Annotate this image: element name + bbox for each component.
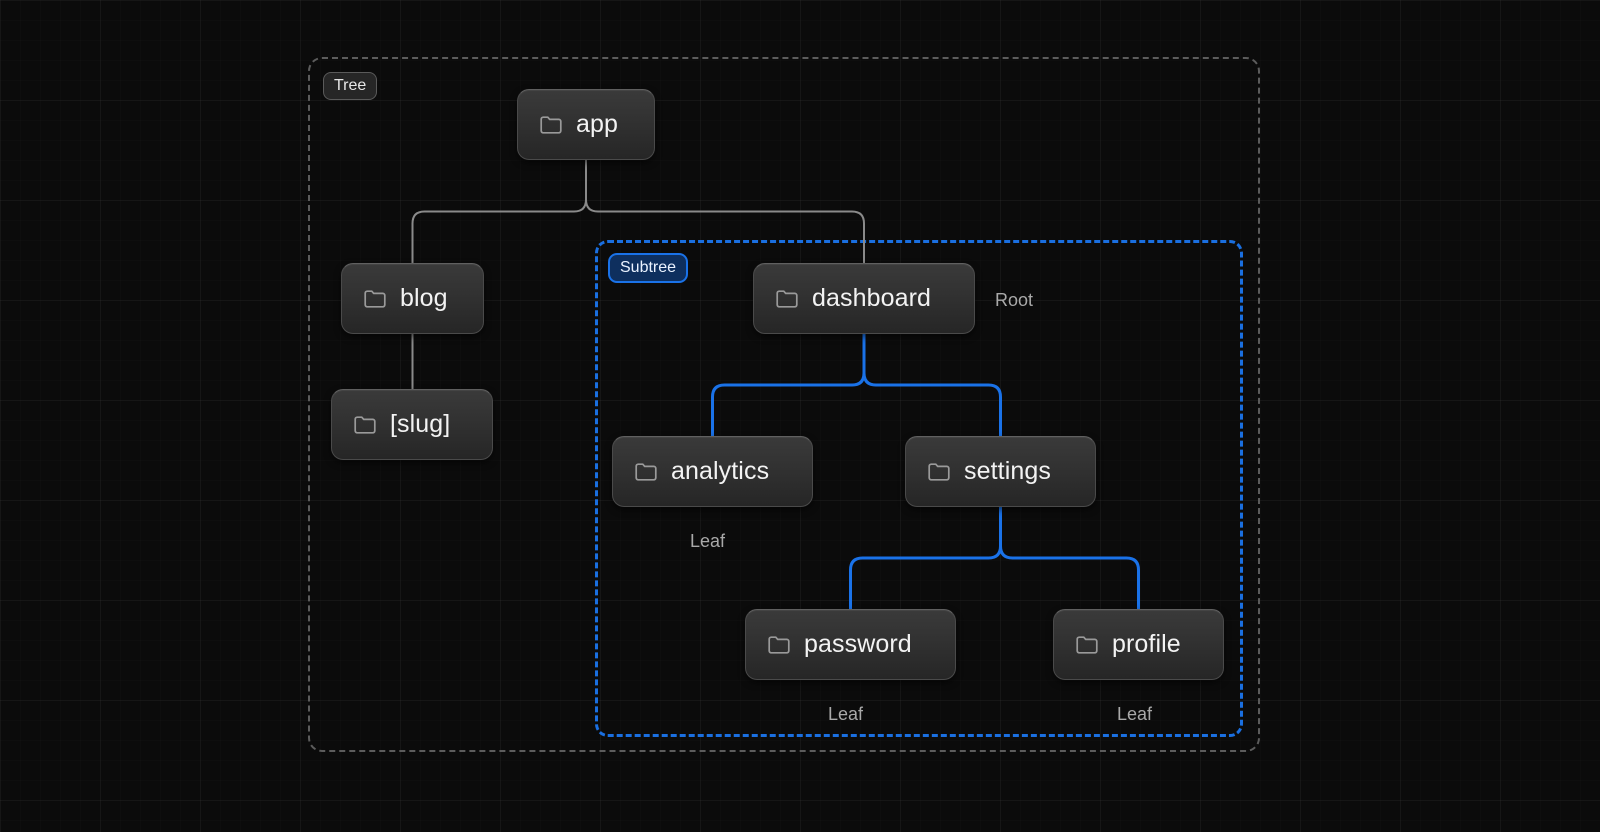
folder-icon bbox=[635, 463, 657, 481]
tree-node-label: blog bbox=[400, 284, 448, 312]
group-subtree-label[interactable]: Subtree bbox=[608, 253, 689, 283]
tree-node-label: profile bbox=[1112, 630, 1181, 658]
tree-node-label: dashboard bbox=[812, 284, 932, 312]
tree-node-label: settings bbox=[964, 457, 1051, 485]
tree-node-slug[interactable]: [slug] bbox=[331, 389, 493, 460]
role-caption-analytics: Leaf bbox=[690, 531, 726, 551]
folder-icon bbox=[364, 290, 386, 308]
folder-icon bbox=[540, 116, 562, 134]
group-tree[interactable]: Tree bbox=[308, 57, 1260, 752]
tree-node-label: password bbox=[804, 630, 912, 658]
tree-node-settings[interactable]: settings bbox=[905, 436, 1096, 507]
tree-node-label: app bbox=[576, 110, 619, 138]
folder-icon bbox=[776, 290, 798, 308]
tree-node-label: analytics bbox=[671, 457, 770, 485]
role-caption-profile: Leaf bbox=[1117, 704, 1153, 724]
role-caption-dashboard: Root bbox=[995, 290, 1034, 310]
tree-node-app[interactable]: app bbox=[517, 89, 655, 160]
folder-icon bbox=[928, 463, 950, 481]
tree-node-analytics[interactable]: analytics bbox=[612, 436, 813, 507]
folder-icon bbox=[768, 636, 790, 654]
folder-icon bbox=[1076, 636, 1098, 654]
tree-node-dashboard[interactable]: dashboard bbox=[753, 263, 975, 334]
group-tree-label[interactable]: Tree bbox=[323, 72, 378, 100]
tree-node-blog[interactable]: blog bbox=[341, 263, 484, 334]
tree-node-password[interactable]: password bbox=[745, 609, 956, 680]
tree-node-label: [slug] bbox=[390, 410, 451, 438]
folder-icon bbox=[354, 416, 376, 434]
role-caption-password: Leaf bbox=[828, 704, 864, 724]
tree-node-profile[interactable]: profile bbox=[1053, 609, 1224, 680]
